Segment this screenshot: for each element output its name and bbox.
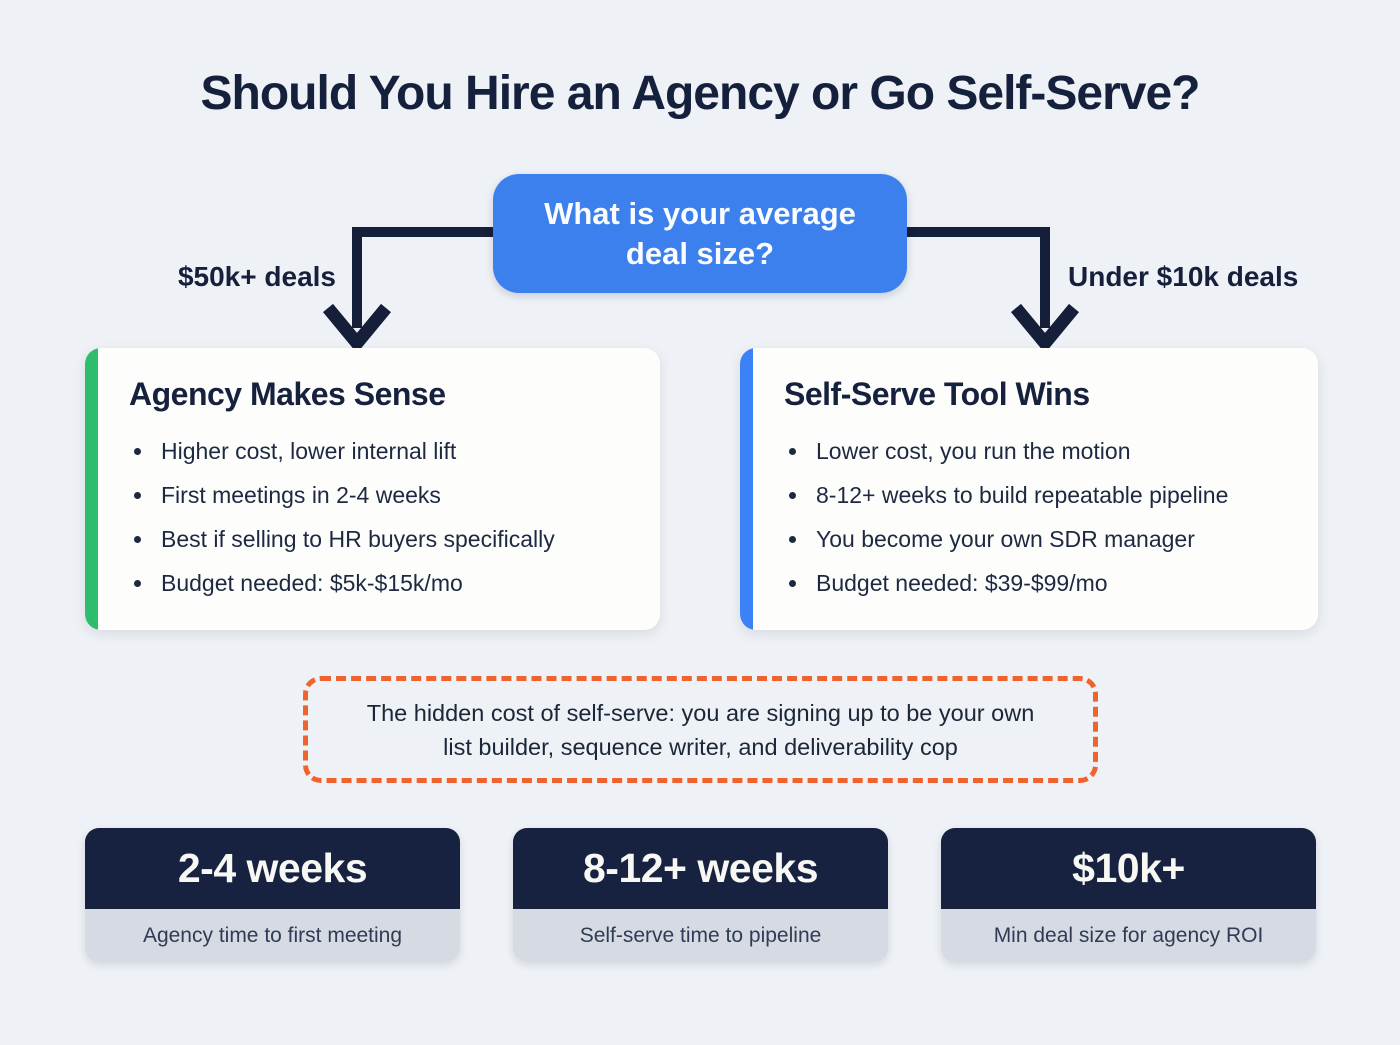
stat-label: Min deal size for agency ROI bbox=[941, 909, 1316, 962]
bullet-item: First meetings in 2-4 weeks bbox=[155, 473, 636, 517]
bullet-item: Budget needed: $39-$99/mo bbox=[810, 561, 1294, 605]
hidden-cost-callout-text: The hidden cost of self-serve: you are s… bbox=[366, 699, 1035, 760]
bullet-item: 8-12+ weeks to build repeatable pipeline bbox=[810, 473, 1294, 517]
stat-value: 2-4 weeks bbox=[85, 828, 460, 909]
card-agency-title: Agency Makes Sense bbox=[129, 376, 446, 412]
stat-card-agency-time: 2-4 weeks Agency time to first meeting bbox=[85, 828, 460, 962]
decision-question-box: What is your average deal size? bbox=[493, 174, 907, 293]
bullet-item: Best if selling to HR buyers specificall… bbox=[155, 517, 636, 561]
card-self-serve: Self-Serve Tool Wins Lower cost, you run… bbox=[740, 348, 1318, 630]
branch-label-right: Under $10k deals bbox=[1068, 261, 1299, 292]
stat-card-min-deal-size: $10k+ Min deal size for agency ROI bbox=[941, 828, 1316, 962]
bullet-item: Higher cost, lower internal lift bbox=[155, 429, 636, 473]
arrowhead-down-right-icon bbox=[1010, 303, 1080, 354]
card-agency-accent-bar bbox=[85, 348, 98, 630]
stat-value: 8-12+ weeks bbox=[513, 828, 888, 909]
bullet-item: Budget needed: $5k-$15k/mo bbox=[155, 561, 636, 605]
card-self-serve-bullet-list: Lower cost, you run the motion 8-12+ wee… bbox=[784, 429, 1294, 605]
card-agency-bullet-list: Higher cost, lower internal lift First m… bbox=[129, 429, 636, 605]
card-self-serve-title: Self-Serve Tool Wins bbox=[784, 376, 1090, 412]
stat-label: Self-serve time to pipeline bbox=[513, 909, 888, 962]
stat-card-self-serve-time: 8-12+ weeks Self-serve time to pipeline bbox=[513, 828, 888, 962]
bullet-item: Lower cost, you run the motion bbox=[810, 429, 1294, 473]
branch-arrow-left bbox=[322, 227, 494, 354]
stat-value: $10k+ bbox=[941, 828, 1316, 909]
arrowhead-down-left-icon bbox=[322, 303, 392, 354]
card-agency: Agency Makes Sense Higher cost, lower in… bbox=[85, 348, 660, 630]
bullet-item: You become your own SDR manager bbox=[810, 517, 1294, 561]
branch-line-left bbox=[352, 227, 494, 328]
branch-line-right bbox=[906, 227, 1050, 328]
branch-arrow-right bbox=[906, 227, 1080, 354]
hidden-cost-callout: The hidden cost of self-serve: you are s… bbox=[303, 676, 1098, 783]
page-title: Should You Hire an Agency or Go Self-Ser… bbox=[200, 67, 1201, 120]
branch-label-left: $50k+ deals bbox=[177, 261, 336, 292]
stat-label: Agency time to first meeting bbox=[85, 909, 460, 962]
card-self-serve-accent-bar bbox=[740, 348, 753, 630]
